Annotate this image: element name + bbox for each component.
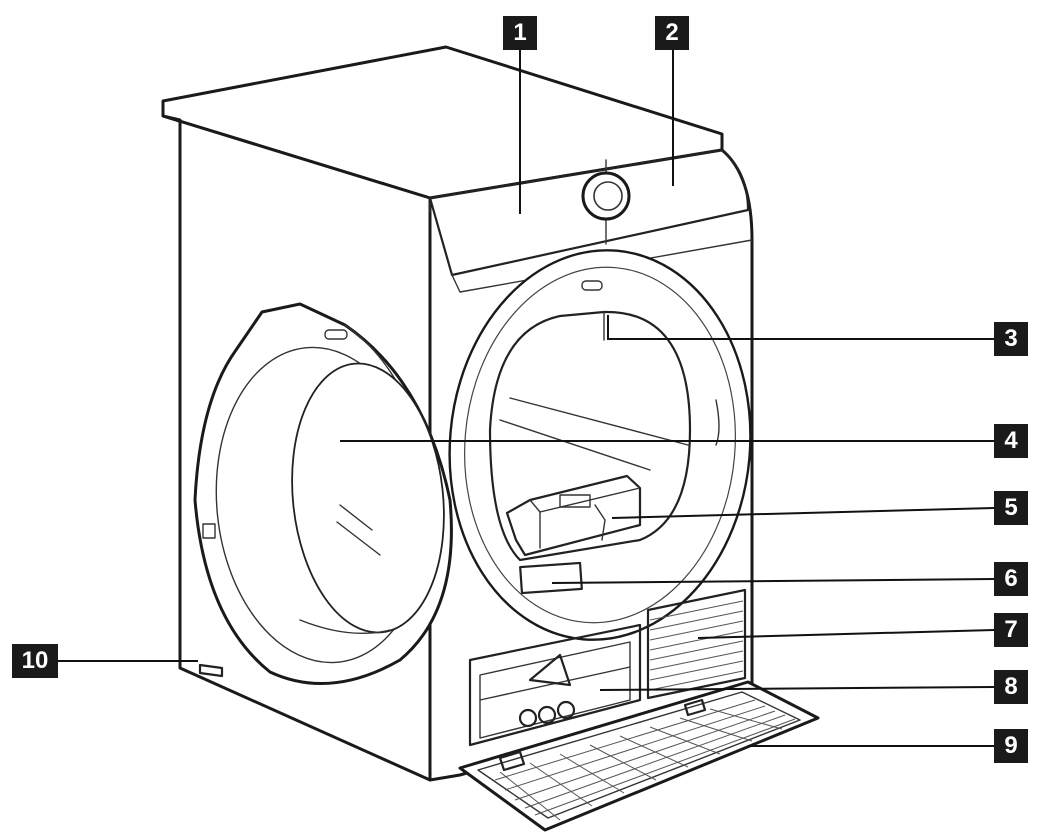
leader-line-6	[551, 578, 995, 584]
leader-line-3	[607, 315, 994, 340]
callout-5: 5	[994, 491, 1028, 525]
callout-6: 6	[994, 562, 1028, 596]
callout-4: 4	[994, 424, 1028, 458]
callout-10: 10	[12, 644, 58, 678]
callout-3: 3	[994, 322, 1028, 356]
heat-exchanger-flap	[458, 680, 820, 832]
filter	[505, 474, 642, 557]
open-door	[193, 302, 453, 686]
drum-interior	[488, 310, 692, 562]
callout-8: 8	[994, 670, 1028, 704]
air-vent	[646, 588, 747, 700]
program-knob	[581, 171, 631, 221]
callout-1: 1	[503, 16, 537, 50]
callout-2: 2	[655, 16, 689, 50]
rating-plate	[519, 561, 583, 595]
leader-line-8	[599, 686, 995, 691]
door-opening	[448, 249, 752, 641]
callout-9: 9	[994, 729, 1028, 763]
leader-line-7	[697, 629, 995, 639]
callout-7: 7	[994, 613, 1028, 647]
control-panel	[428, 148, 753, 293]
leader-lines	[58, 50, 995, 747]
foot	[198, 663, 224, 678]
leader-line-5	[611, 507, 995, 519]
heat-exchanger-compartment	[468, 623, 642, 747]
